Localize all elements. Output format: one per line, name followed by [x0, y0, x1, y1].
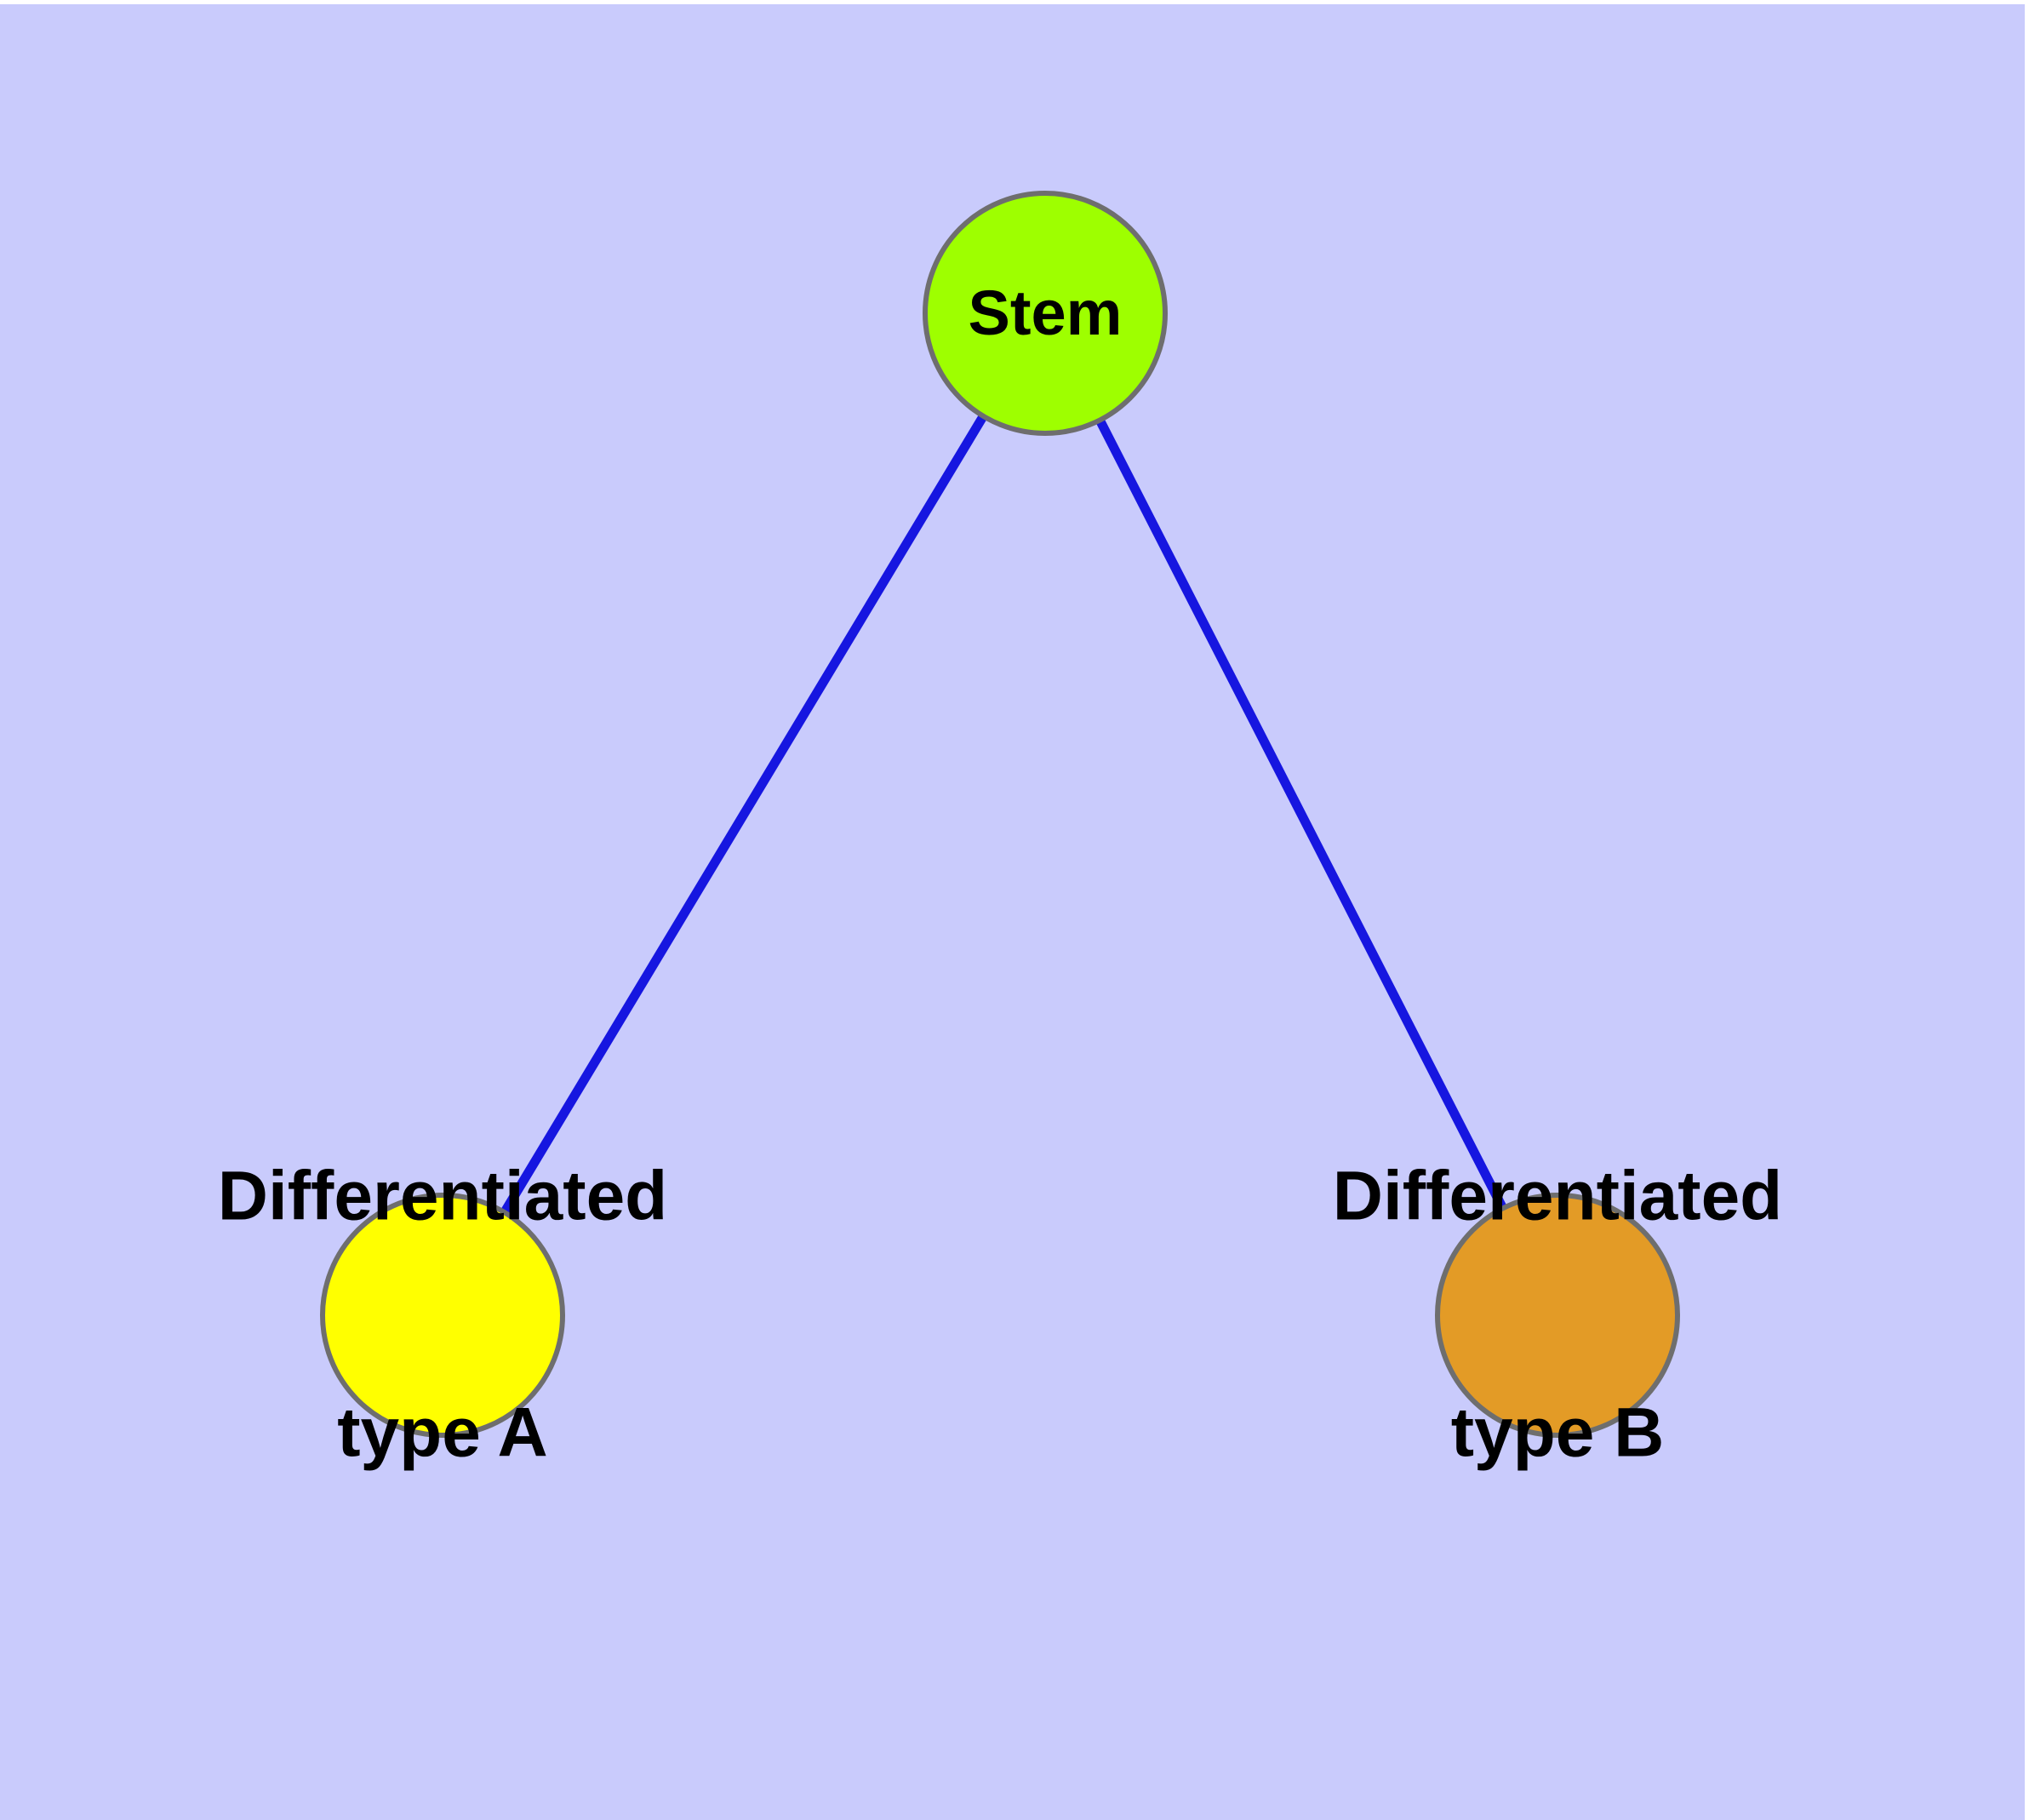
edge-layer [500, 415, 1506, 1214]
graph-node-diff_b[interactable] [1435, 1193, 1680, 1438]
graph-svg [320, 191, 1680, 1438]
node-layer [320, 191, 1680, 1438]
graph-node-stem[interactable] [923, 191, 1168, 436]
graph-edge-stem-to-diff_b [1096, 419, 1506, 1210]
graph-edge-stem-to-diff_a [500, 415, 987, 1214]
diagram-canvas: Stem Differentiated type A Differentiate… [0, 4, 2025, 1820]
graph-node-diff_a[interactable] [320, 1193, 565, 1438]
